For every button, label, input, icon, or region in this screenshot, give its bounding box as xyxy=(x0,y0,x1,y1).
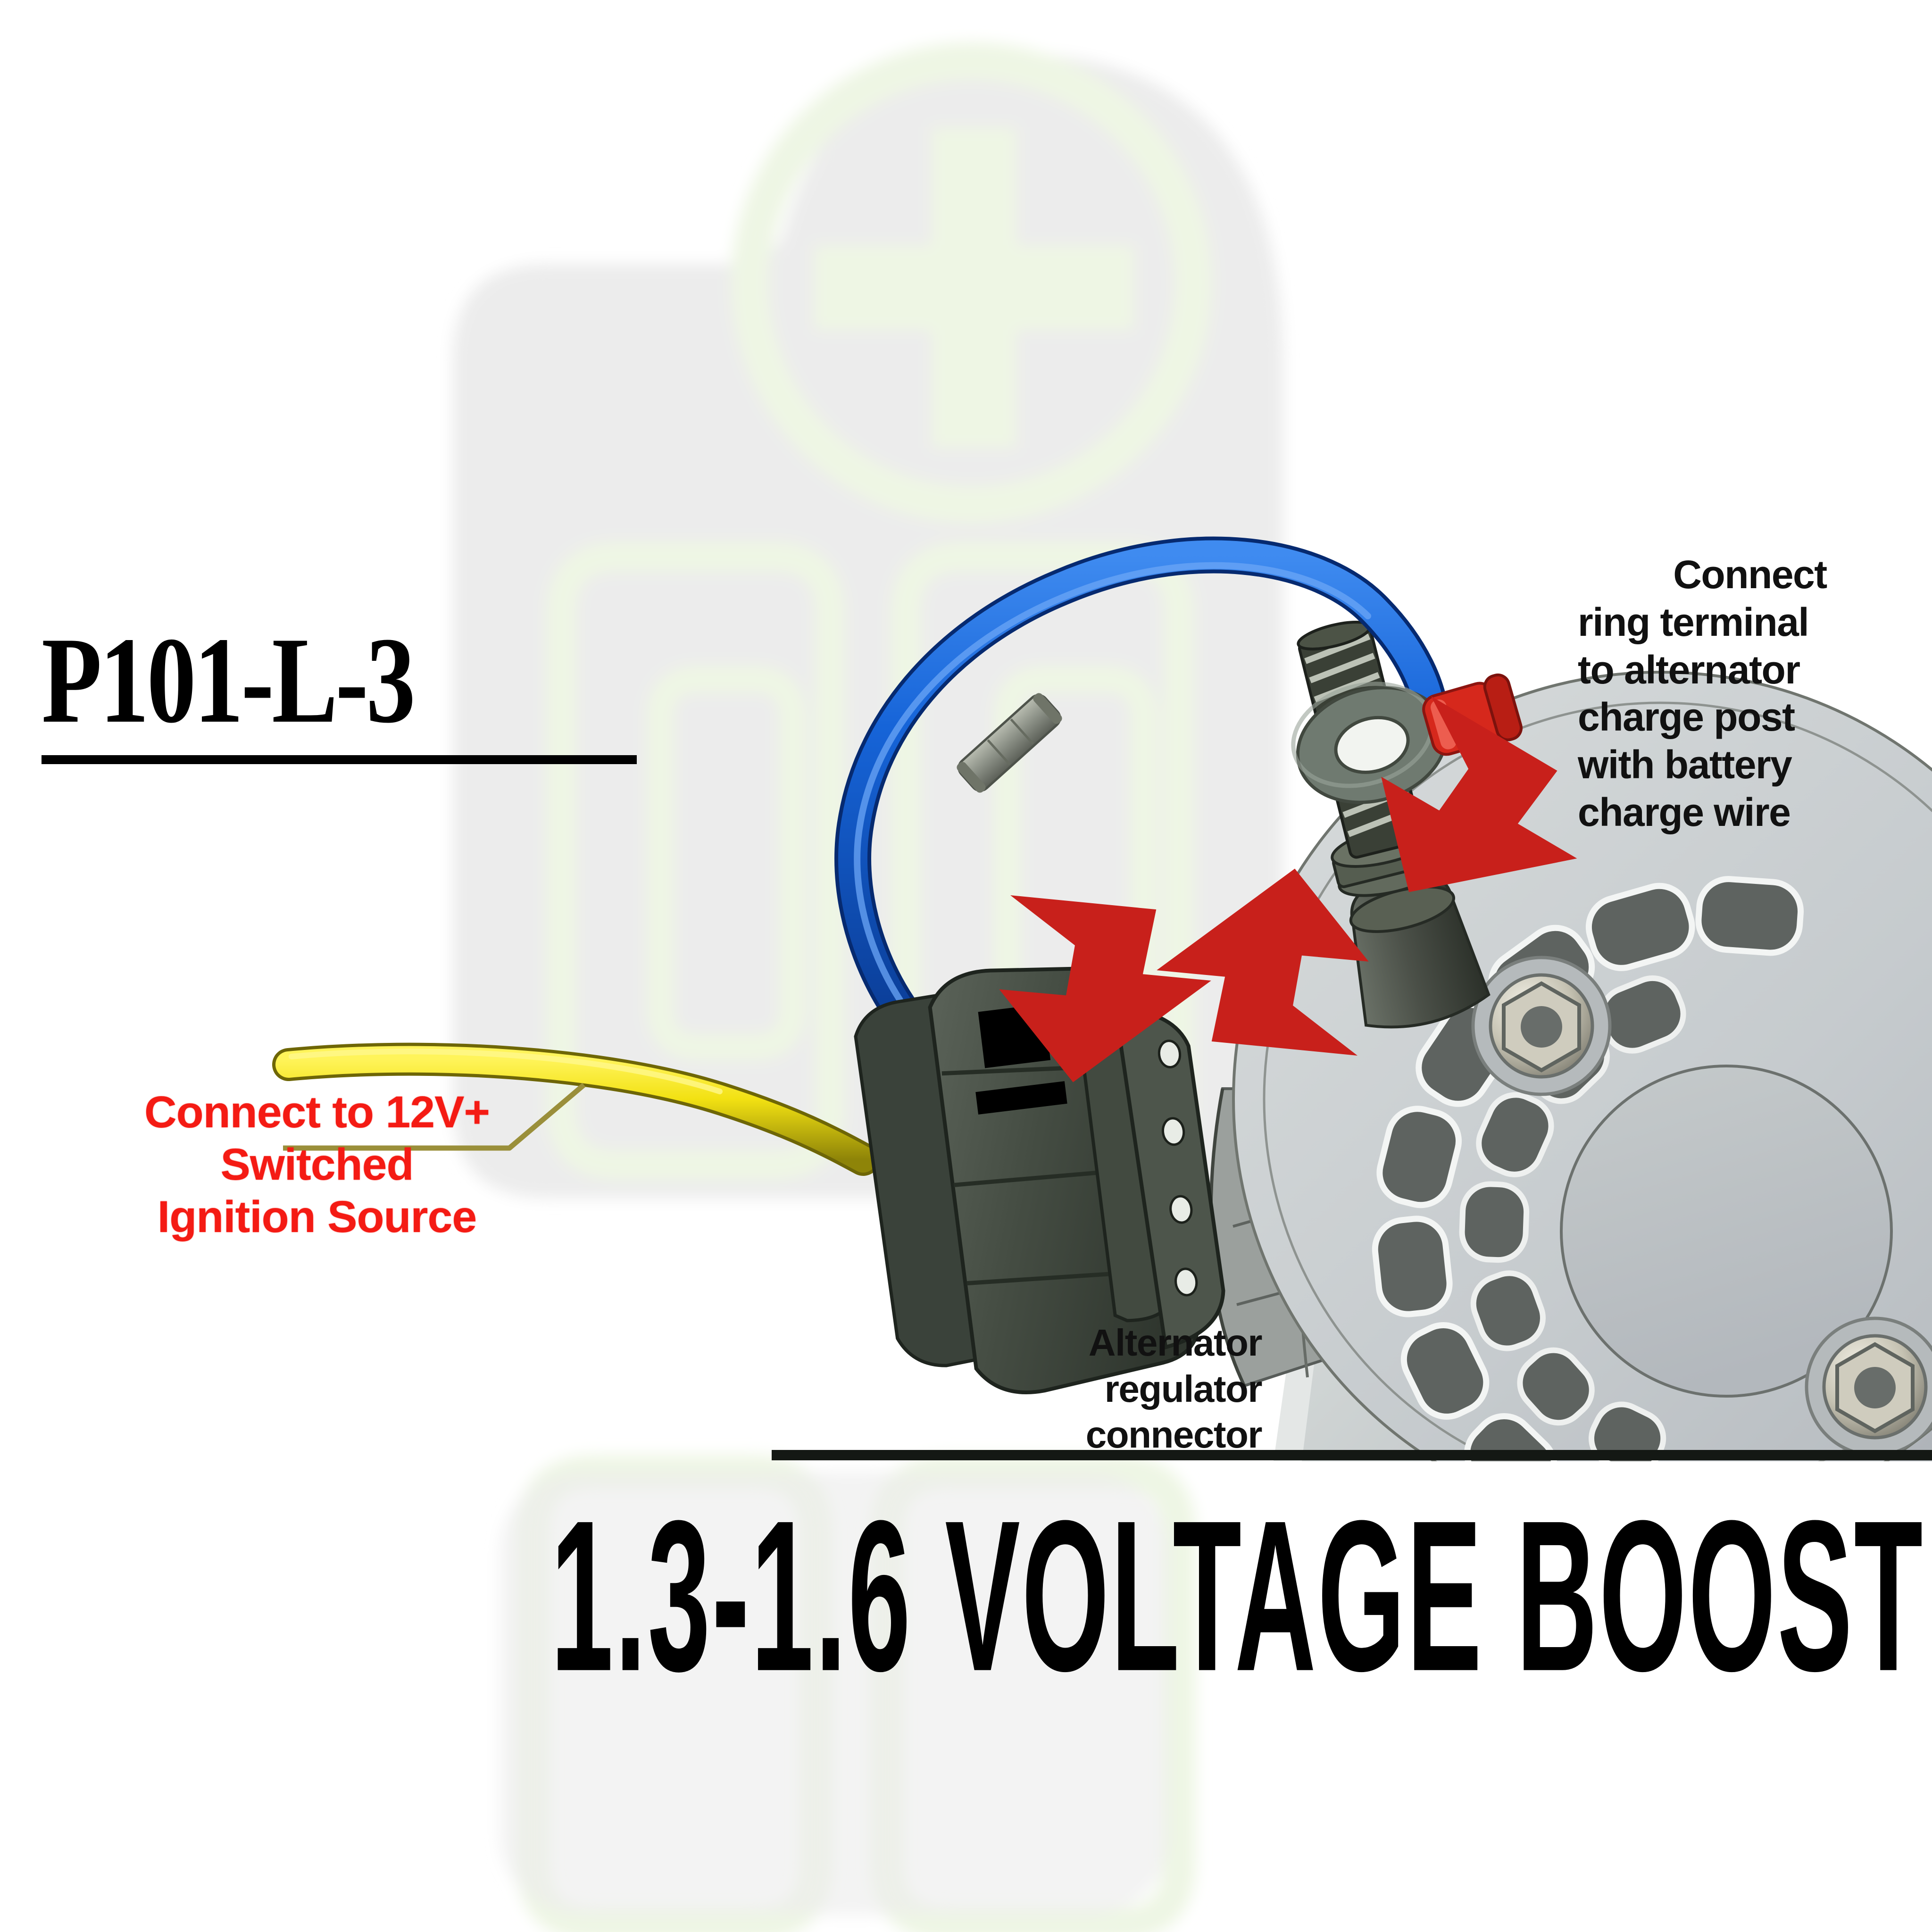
blue-signal-wire xyxy=(834,536,1449,1025)
red-arrow-down-right xyxy=(1381,696,1577,892)
regulator-callout: Alternator regulator connector xyxy=(969,1320,1263,1458)
alternator-vents xyxy=(1372,876,1932,1461)
redaction-bar xyxy=(975,1081,1067,1115)
band-bottom-rule xyxy=(772,1450,1932,1460)
red-arrow-right xyxy=(999,895,1211,1083)
olive-leader-line xyxy=(283,1083,586,1151)
heat-shrink-splice xyxy=(957,693,1062,793)
wiring-diagram-illustration xyxy=(272,536,1932,1461)
ring-terminal-line-6: charge wire xyxy=(1578,790,1791,834)
yellow-ignition-wire xyxy=(272,1042,880,1176)
ring-terminal-line-5: with battery xyxy=(1578,742,1792,787)
part-number-title: P101-L-3 xyxy=(42,612,637,764)
power-source-line-3: Ignition Source xyxy=(157,1192,477,1242)
ring-terminal-callout: Connect ring terminal to alternator char… xyxy=(1578,551,1922,836)
alternator-bolt xyxy=(1805,1316,1932,1457)
red-arrow-left xyxy=(1157,868,1369,1056)
alternator-bolt xyxy=(1471,956,1612,1096)
power-source-line-2: Switched xyxy=(220,1140,414,1190)
power-source-callout: Connect to 12V+ Switched Ignition Source xyxy=(60,1086,574,1243)
regulator-connector xyxy=(854,966,1225,1394)
ring-terminal-line-1: Connect xyxy=(1673,552,1827,597)
regulator-line-1: Alternator xyxy=(1088,1322,1263,1364)
footer-title-text: 1.3-1.6 VOLTAGE BOOST xyxy=(550,1476,1924,1716)
part-number-text: P101-L-3 xyxy=(42,612,416,749)
ring-terminal-line-3: to alternator xyxy=(1578,647,1800,692)
footer-title: 1.3-1.6 VOLTAGE BOOST xyxy=(0,1489,1932,1703)
regulator-line-3: connector xyxy=(1085,1414,1263,1456)
regulator-line-2: regulator xyxy=(1104,1367,1263,1410)
part-number-underline xyxy=(42,755,637,764)
ring-terminal-line-2: ring terminal xyxy=(1578,600,1809,644)
ring-terminal-line-4: charge post xyxy=(1578,695,1795,740)
power-source-line-1: Connect to 12V+ xyxy=(144,1087,490,1137)
